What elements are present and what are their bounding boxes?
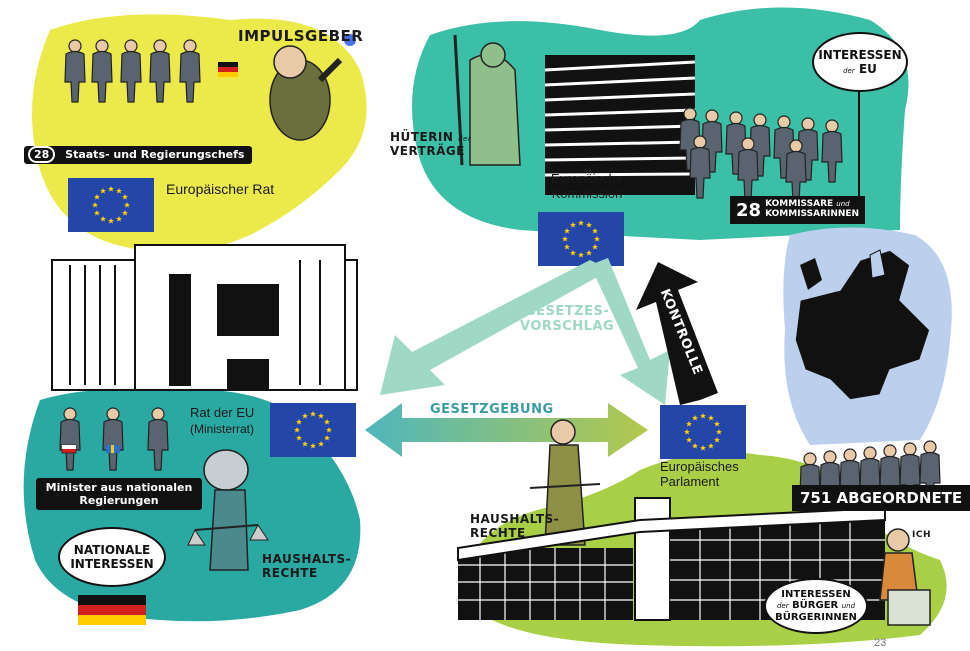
impulse-giver-label: IMPULSGEBER [238, 27, 364, 45]
european-council-flag [68, 178, 154, 232]
ministers-banner: Minister aus nationalen Regierungen [36, 478, 202, 511]
legislation-arrow [365, 403, 648, 457]
ministers-line2: Regierungen [79, 494, 159, 508]
national-interests-oval: NATIONALE INTERESSEN [58, 527, 166, 587]
parliament-budget-label: HAUSHALTS- RECHTE [470, 512, 559, 541]
citizens-buerger: BÜRGER [792, 600, 839, 612]
commissioners-text: KOMMISSARE und KOMMISSARINNEN [765, 199, 860, 220]
citizens-small2: und [841, 602, 856, 611]
eu-interests-line2: der EU [843, 62, 877, 76]
control-arrow [636, 262, 718, 405]
commission-flag [538, 212, 624, 266]
parliament-budget-line1: HAUSHALTS- [470, 512, 560, 526]
commission-name: Europäische Kommission [550, 171, 624, 201]
budget-figure-right [529, 419, 601, 546]
europe-map [794, 249, 931, 401]
council-budget-label: HAUSHALTS- RECHTE [262, 552, 351, 581]
parliament-flag [660, 405, 746, 459]
citizens-line1: INTERESSEN [781, 588, 851, 600]
eu-interests-oval: INTERESSEN der EU [812, 32, 908, 92]
eu-interests-eu: EU [858, 62, 877, 76]
commissioners-banner: 28 KOMMISSARE und KOMMISSARINNEN [730, 196, 866, 224]
heads-count: 28 [28, 146, 56, 163]
budget-figure-left [187, 449, 269, 571]
proposal-label: GESETZES- VORSCHLAG [520, 304, 615, 335]
guardian-label-2: VERTRÄGE [390, 144, 465, 159]
guardian-of-treaties-figure [453, 34, 521, 166]
page-number: 23 [874, 637, 887, 649]
citizens-small: der [776, 602, 789, 611]
council-eu-name: Rat der EU (Ministerrat) [190, 405, 254, 436]
impulse-giver-figure [269, 34, 356, 141]
council-eu-subtitle: (Ministerrat) [190, 421, 255, 436]
ich-label: ICH [912, 530, 931, 540]
council-eu-title: Rat der EU [190, 405, 255, 420]
parliament-budget-line2: RECHTE [470, 526, 526, 541]
legislation-label: GESETZGEBUNG [430, 402, 554, 417]
proposal-line2: VORSCHLAG [520, 318, 615, 334]
guardian-label-1: HÜTERIN [390, 130, 454, 144]
ministers-group [59, 407, 169, 471]
proposal-arrow-right [590, 258, 670, 405]
guardian-label-small: der [458, 135, 472, 143]
german-flag [78, 595, 146, 625]
proposal-line1: GESETZES- [524, 304, 610, 319]
deputies-banner: 751 ABGEORDNETE [792, 485, 970, 511]
eu-interests-title: INTERESSEN [818, 48, 902, 62]
european-council-name: Europäischer Rat [166, 181, 275, 197]
commissioners-line2: KOMMISSARINNEN [765, 209, 860, 219]
citizens-interests-oval: INTERESSEN der BÜRGER und BÜRGERINNEN [764, 578, 868, 634]
commissioners-small: und [836, 200, 850, 209]
eu-interests-pointer [858, 92, 860, 200]
council-budget-line2: RECHTE [262, 566, 318, 581]
commission-building [544, 55, 696, 195]
ministers-line1: Minister aus nationalen [45, 481, 193, 494]
commissioners-count: 28 [736, 199, 762, 221]
voter-figure [879, 528, 931, 626]
parliament-name: Europäisches Parlament [660, 459, 739, 489]
heads-label: Staats- und Regierungschefs [65, 148, 245, 161]
council-building [51, 244, 358, 391]
commissioners-line1: KOMMISSARE [765, 199, 834, 210]
citizens-line3: BÜRGERINNEN [775, 611, 857, 623]
national-line2: INTERESSEN [70, 557, 154, 571]
citizens-line2: der BÜRGER und [777, 600, 855, 612]
heads-of-state-group [64, 39, 238, 103]
eu-interests-small: der [843, 67, 855, 75]
council-budget-line1: HAUSHALTS- [262, 552, 352, 566]
national-line1: NATIONALE [73, 542, 151, 557]
guardian-label: HÜTERIN der VERTRÄGE [390, 130, 471, 159]
council-eu-flag [270, 403, 356, 457]
heads-of-state-banner: 28 Staats- und Regierungschefs [24, 146, 253, 164]
proposal-arrow-left [380, 260, 610, 395]
